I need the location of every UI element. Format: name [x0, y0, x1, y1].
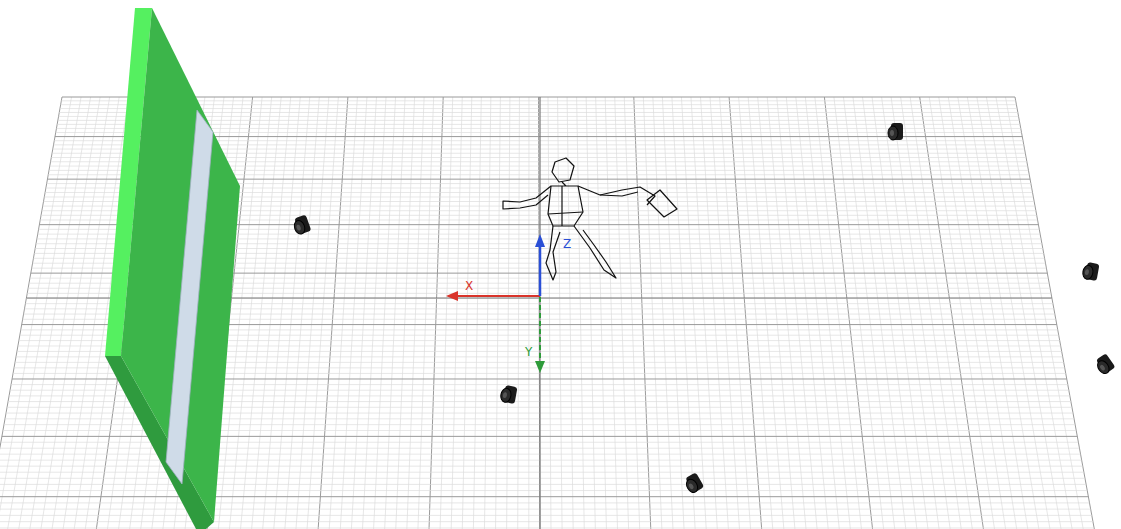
- x-arrowhead: [446, 291, 458, 301]
- panel-stripe: [166, 110, 213, 484]
- grid-major-line: [1015, 97, 1100, 529]
- camera-icon: [888, 123, 903, 140]
- camera-icon: [683, 472, 704, 494]
- wall-panel: [105, 8, 240, 529]
- camera-icon: [1082, 262, 1100, 281]
- skeleton-head: [552, 158, 574, 182]
- grid-minor-line: [0, 521, 1093, 522]
- camera-group: [291, 123, 1115, 494]
- grid-minor-line: [61, 104, 1017, 105]
- grid-minor-line: [0, 466, 1083, 467]
- grid-minor-line: [0, 509, 1091, 510]
- axis-label: Z: [562, 238, 572, 250]
- x-axis: [455, 295, 540, 297]
- y-arrowhead: [535, 361, 545, 373]
- grid-minor-line: [0, 515, 1092, 516]
- grid-major-line: [62, 97, 1015, 98]
- grid-minor-line: [0, 527, 1094, 528]
- grid-minor-line: [0, 502, 1090, 503]
- camera-icon: [291, 214, 311, 235]
- camera-icon: [1093, 353, 1115, 376]
- axes: [446, 234, 545, 373]
- grid-major-line: [0, 496, 1088, 497]
- grid-minor-line: [60, 108, 1017, 109]
- grid-minor-line: [0, 490, 1087, 491]
- panel-face: [121, 8, 240, 522]
- z-axis: [539, 246, 542, 296]
- grid-minor-line: [61, 100, 1015, 101]
- axis-label: Y: [524, 346, 533, 358]
- grid-center-line: [539, 97, 540, 529]
- z-arrowhead: [535, 234, 545, 247]
- skeleton-figure: [503, 158, 677, 280]
- axis-label: X: [464, 280, 474, 292]
- grid-minor-line: [0, 472, 1084, 473]
- grid-minor-line: [0, 484, 1086, 485]
- y-axis: [539, 297, 541, 362]
- camera-icon: [500, 385, 518, 404]
- grid-minor-line: [0, 478, 1085, 479]
